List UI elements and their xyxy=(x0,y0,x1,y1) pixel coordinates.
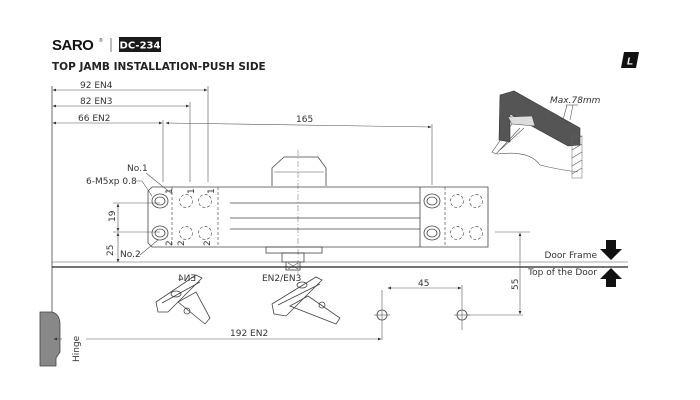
arm-en4-label: EN4 xyxy=(178,274,196,284)
page-title: TOP JAMB INSTALLATION-PUSH SIDE xyxy=(52,61,266,73)
svg-text:55: 55 xyxy=(511,279,521,290)
registered-mark: ® xyxy=(99,37,103,44)
top-jamb-illustration: Max.78mm xyxy=(491,90,601,179)
top-of-door-label: Top of the Door xyxy=(527,268,597,278)
dimension-hole-spacing: 19 xyxy=(108,202,160,233)
dimension-en2: 66 EN2 xyxy=(52,114,164,182)
model-badge xyxy=(119,37,161,52)
svg-text:1: 1 xyxy=(187,188,197,194)
dimension-arm-spacing: 45 xyxy=(387,279,462,290)
dimension-en4: 92 EN4 xyxy=(52,81,209,182)
hinge-label: Hinge xyxy=(72,335,82,362)
mounting-holes: 1 1 1 2 2 2 xyxy=(151,188,483,246)
arm-en2-en3-drawing xyxy=(271,276,341,325)
svg-text:1: 1 xyxy=(207,188,217,194)
hinge-icon xyxy=(39,311,61,367)
dimension-arm-distance: 192 EN2 xyxy=(53,329,382,341)
dimension-length: 165 xyxy=(165,115,433,185)
dimension-en3: 82 EN3 xyxy=(52,97,191,182)
svg-text:Max.78mm: Max.78mm xyxy=(550,96,601,106)
svg-text:165: 165 xyxy=(296,115,313,125)
side-badge-label: L xyxy=(627,57,633,68)
svg-text:45: 45 xyxy=(418,279,429,289)
svg-text:1: 1 xyxy=(165,188,175,194)
svg-text:92 EN4: 92 EN4 xyxy=(80,81,113,91)
svg-text:2: 2 xyxy=(203,240,213,246)
side-badge xyxy=(621,52,639,68)
arrow-down-icon xyxy=(600,240,622,260)
dimension-offset: 25 xyxy=(106,232,120,263)
screw-label: 6-M5xp 0.8 xyxy=(86,177,137,187)
svg-text:2: 2 xyxy=(177,240,187,246)
svg-text:192 EN2: 192 EN2 xyxy=(230,329,268,339)
no1-label: No.1 xyxy=(127,164,148,174)
pinion-cover xyxy=(271,156,327,186)
door-frame-label: Door Frame xyxy=(544,251,597,261)
arm-mount-holes xyxy=(374,285,470,340)
arrow-up-icon xyxy=(600,268,622,287)
svg-text:66 EN2: 66 EN2 xyxy=(78,114,110,124)
no2-label: No.2 xyxy=(120,250,141,260)
arm-en4-drawing xyxy=(155,274,211,325)
brand-logo: SARO xyxy=(52,37,94,54)
svg-text:19: 19 xyxy=(108,210,118,222)
svg-text:82 EN3: 82 EN3 xyxy=(80,97,112,107)
svg-text:2: 2 xyxy=(165,240,175,246)
svg-text:25: 25 xyxy=(106,245,116,256)
door-closer-body xyxy=(147,150,489,275)
model-label: DC-234 xyxy=(120,41,161,52)
arm-en2-en3-label: EN2/EN3 xyxy=(262,274,301,284)
dimension-arm-height: 55 xyxy=(467,231,530,316)
